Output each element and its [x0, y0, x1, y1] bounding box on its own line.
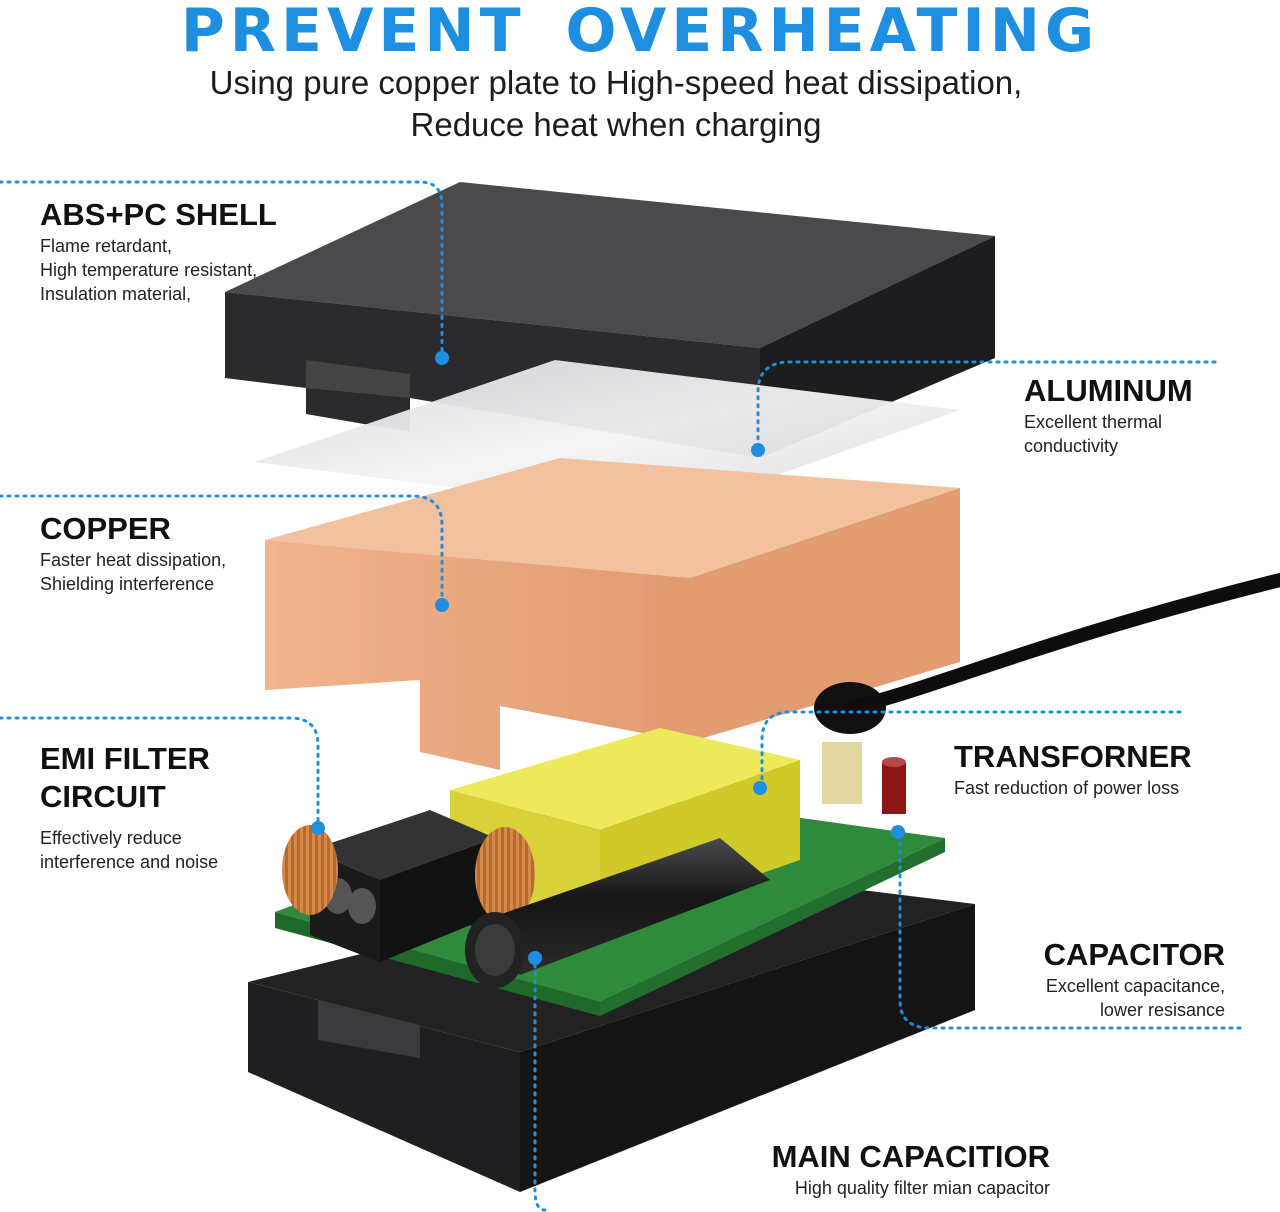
callout-aluminum-title: ALUMINUM	[1024, 373, 1193, 408]
callout-shell-title: ABS+PC SHELL	[40, 197, 277, 232]
callout-emi-line: Effectively reduce	[40, 828, 182, 848]
callout-shell-line: Flame retardant,	[40, 236, 173, 256]
callout-emi-line: interference and noise	[40, 852, 219, 872]
power-cable	[843, 573, 1280, 715]
callout-emi: EMI FILTER CIRCUIT Effectively reduce in…	[40, 740, 218, 874]
page-subtitle: Using pure copper plate to High-speed he…	[0, 62, 1232, 146]
callout-transformer-title: TRANSFORNER	[954, 739, 1192, 774]
callout-leaders	[0, 180, 1242, 1212]
callout-emi-title-1: EMI FILTER	[40, 741, 210, 776]
aluminum-sheet	[255, 360, 960, 515]
callout-aluminum-line: conductivity	[1024, 436, 1119, 456]
callout-copper-line: Shielding interference	[40, 574, 215, 594]
callout-main-capacitor-title: MAIN CAPACITIOR	[771, 1139, 1050, 1174]
ac-socket	[310, 810, 495, 962]
callout-dots	[311, 351, 905, 965]
callout-transformer-line: Fast reduction of power loss	[954, 778, 1180, 798]
subtitle-line-1: Using pure copper plate to High-speed he…	[209, 64, 1023, 101]
page-title: PREVENT OVERHEATING	[180, 0, 1100, 66]
callout-capacitor-line: lower resisance	[1099, 1000, 1225, 1020]
subtitle-line-2: Reduce heat when charging	[410, 106, 822, 143]
callout-capacitor-title: CAPACITOR	[1043, 937, 1225, 972]
emi-coil-left	[282, 825, 338, 915]
callout-copper-line: Faster heat dissipation,	[40, 550, 227, 570]
callout-main-capacitor-line: High quality filter mian capacitor	[794, 1178, 1050, 1198]
callout-copper: COPPER Faster heat dissipation, Shieldin…	[40, 510, 226, 596]
callout-shell: ABS+PC SHELL Flame retardant, High tempe…	[40, 196, 277, 306]
callout-main-capacitor: MAIN CAPACITIOR High quality filter mian…	[772, 1138, 1050, 1200]
callout-copper-title: COPPER	[40, 511, 171, 546]
callout-aluminum-line: Excellent thermal	[1024, 412, 1163, 432]
callout-shell-line: High temperature resistant,	[40, 260, 258, 280]
callout-capacitor: CAPACITOR Excellent capacitance, lower r…	[1044, 936, 1225, 1022]
main-capacitor	[465, 838, 770, 988]
copper-shield	[265, 458, 960, 770]
callout-aluminum: ALUMINUM Excellent thermal conductivity	[1024, 372, 1193, 458]
small-capacitor	[882, 757, 906, 814]
callout-emi-title-2: CIRCUIT	[40, 779, 166, 814]
callout-transformer: TRANSFORNER Fast reduction of power loss	[954, 738, 1192, 800]
emi-coil-right	[475, 827, 535, 923]
callout-shell-line: Insulation material,	[40, 284, 192, 304]
callout-capacitor-line: Excellent capacitance,	[1045, 976, 1225, 996]
ceramic-part	[822, 742, 862, 804]
